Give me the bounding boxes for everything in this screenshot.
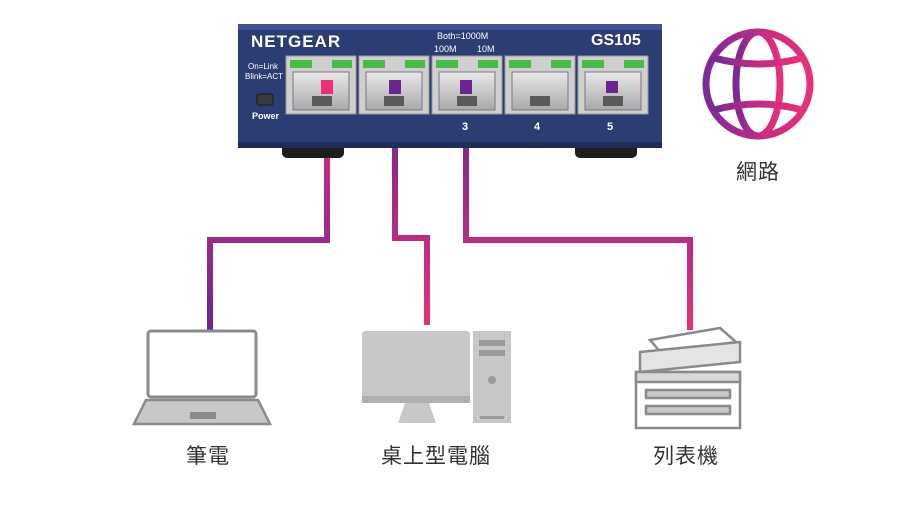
switch-top-edge: [238, 24, 662, 30]
laptop-label: 筆電: [186, 444, 230, 468]
power-led: [256, 93, 274, 106]
port-4: [504, 55, 576, 115]
link-legend-line2: Blink=ACT: [245, 72, 284, 81]
speed-legend-100m: 100M: [434, 44, 457, 54]
port-2: [358, 55, 430, 115]
printer-label: 列表機: [653, 444, 719, 468]
switch-model: GS105: [591, 32, 641, 49]
plug-port-1: [321, 80, 333, 94]
switch-bottom-edge: [238, 142, 662, 148]
port-number-4: 4: [534, 121, 541, 133]
globe-icon: [702, 28, 814, 140]
laptop-icon: [131, 329, 273, 426]
power-label: Power: [252, 111, 280, 121]
speed-legend-10m: 10M: [477, 44, 495, 54]
speed-legend-line1: Both=1000M: [437, 31, 489, 41]
switch-device: [238, 24, 662, 158]
printer-icon: [634, 326, 742, 430]
port-number-3: 3: [462, 121, 469, 133]
desktop-icon: [362, 331, 511, 423]
port-number-5: 5: [607, 121, 614, 133]
link-legend-line1: On=Link: [248, 62, 279, 71]
plug-port-2: [389, 80, 401, 94]
plug-port-5: [606, 81, 618, 93]
plug-port-3: [460, 80, 472, 94]
internet-label: 網路: [736, 160, 780, 184]
port-3: [431, 55, 503, 115]
cable-desktop: [392, 90, 430, 325]
switch-brand: NETGEAR: [251, 32, 342, 51]
desktop-label: 桌上型電腦: [381, 444, 491, 468]
